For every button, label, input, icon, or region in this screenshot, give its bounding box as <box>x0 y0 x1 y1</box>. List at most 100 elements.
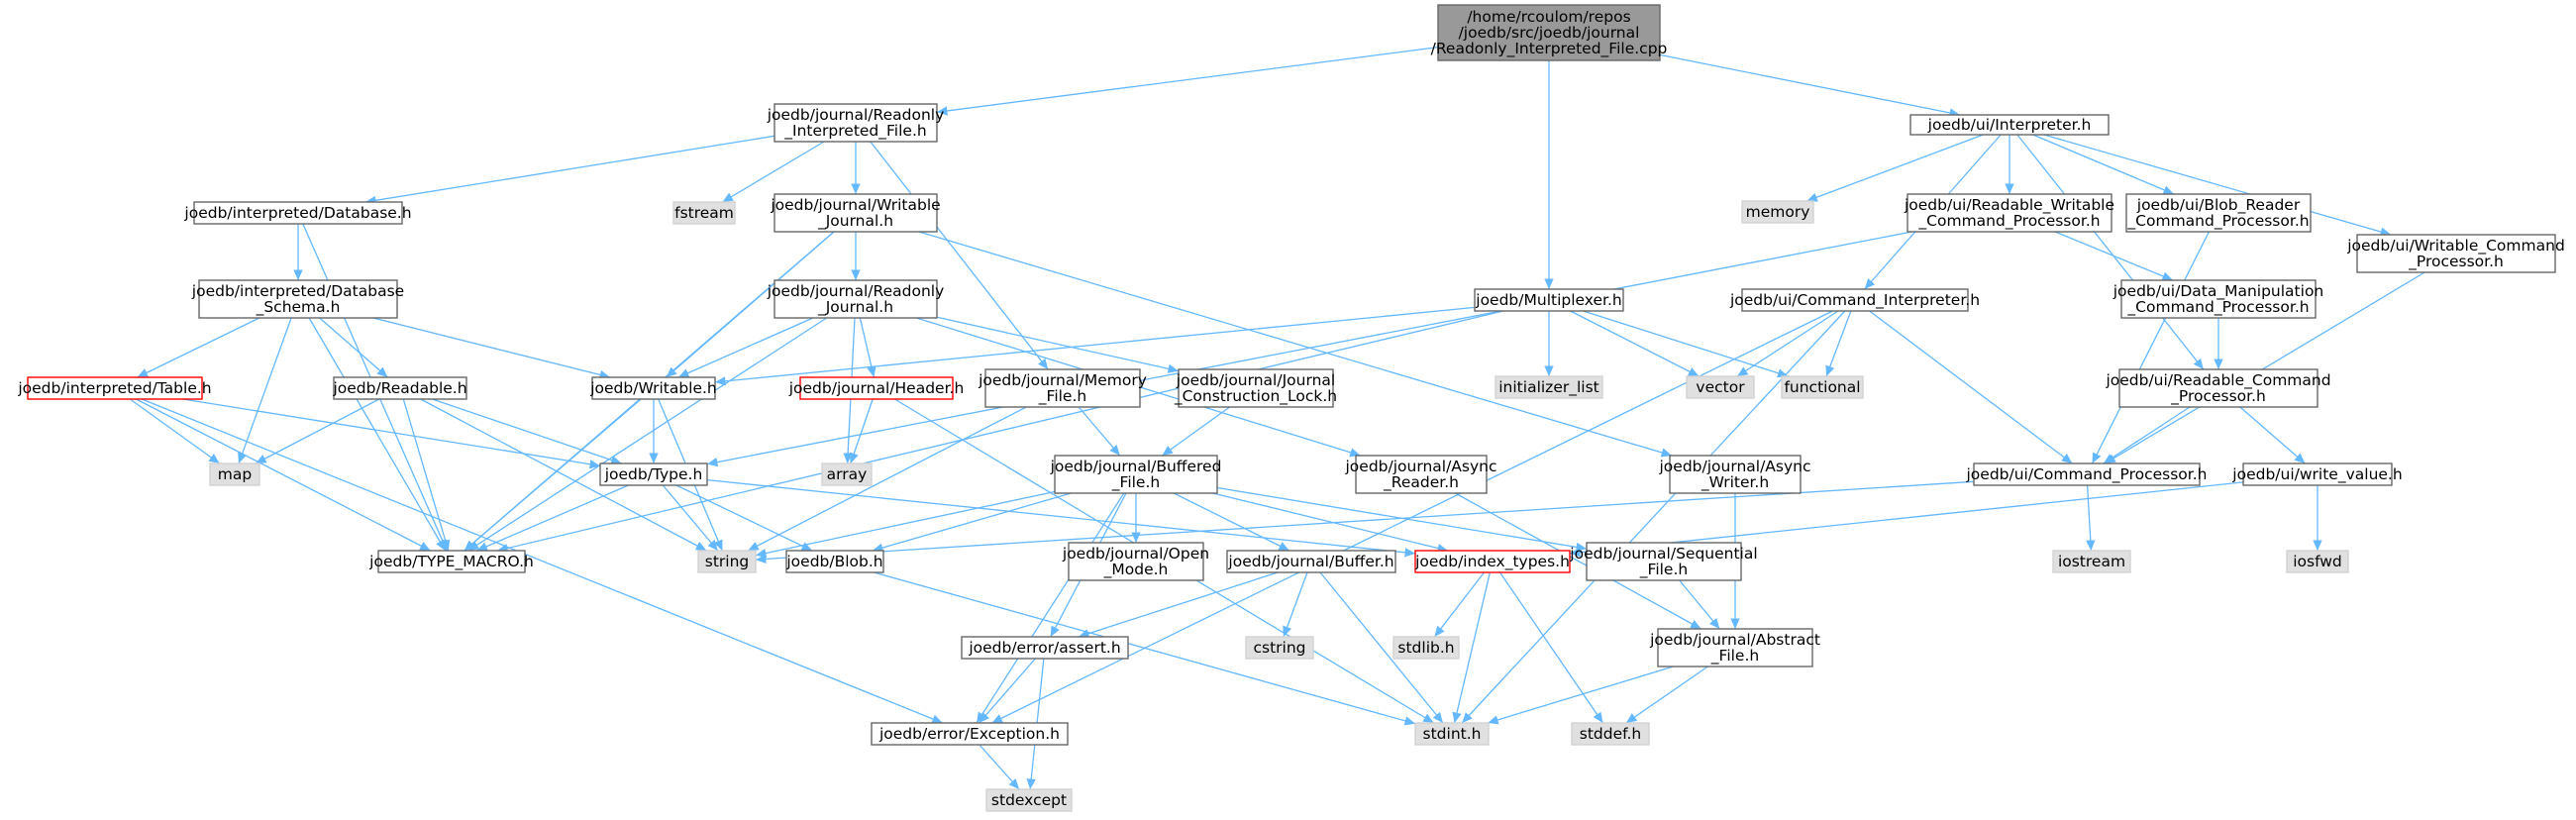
node-cp-h[interactable]: joedb/ui/Command_Processor.h <box>1966 462 2208 486</box>
node-bf-h[interactable]: joedb/journal/Buffered_File.h <box>1050 455 1222 494</box>
edge <box>936 316 1180 373</box>
node-vector: vector <box>1686 375 1755 399</box>
edge <box>308 317 447 552</box>
node-type-h[interactable]: joedb/Type.h <box>599 462 708 486</box>
node-box <box>773 193 938 233</box>
edge <box>1659 53 1961 118</box>
edge-buf_h-to-cstring <box>1283 571 1308 638</box>
node-box <box>1741 200 1814 224</box>
edge <box>1078 571 1279 639</box>
node-readable-h[interactable]: joedb/Readable.h <box>332 376 467 400</box>
edge-ar_h-to-af_h <box>1455 492 1701 630</box>
node-root[interactable]: /home/rcoulom/repos/joedb/src/joedb/jour… <box>1431 4 1668 61</box>
node-om-h[interactable]: joedb/journal/Open_Mode.h <box>1062 542 1209 581</box>
node-dmcp-h[interactable]: joedb/ui/Data_Manipulation_Command_Proce… <box>2112 279 2324 319</box>
node-interp-h[interactable]: joedb/ui/Interpreter.h <box>1909 114 2110 136</box>
node-label-line: joedb/Writable.h <box>589 379 717 397</box>
node-writable-h[interactable]: joedb/Writable.h <box>589 376 717 400</box>
node-label-line: iosfwd <box>2293 553 2342 570</box>
node-label-line: vector <box>1696 378 1745 396</box>
node-ci-h[interactable]: joedb/ui/Command_Interpreter.h <box>1729 288 1980 312</box>
node-table-h[interactable]: joedb/interpreted/Table.h <box>17 376 212 400</box>
node-blob-h[interactable]: joedb/Blob.h <box>785 550 884 573</box>
node-label-line: _Journal.h <box>817 298 893 317</box>
node-wcp-h[interactable]: joedb/ui/Writable_Command_Processor.h <box>2346 234 2565 273</box>
edge <box>979 744 1020 790</box>
edge <box>1625 666 1708 724</box>
node-box <box>1906 193 2112 233</box>
node-box <box>1586 542 1742 581</box>
node-wv-h[interactable]: joedb/ui/write_value.h <box>2231 462 2403 486</box>
edge-mf_h-to-string <box>748 406 1027 552</box>
node-label-line: iostream <box>2058 553 2125 570</box>
node-rcp-h[interactable]: joedb/ui/Readable_Command_Processor.h <box>2105 368 2331 408</box>
node-box <box>799 376 954 400</box>
node-jcl-h[interactable]: joedb/journal/Journal_Construction_Lock.… <box>1174 368 1337 408</box>
node-box <box>1669 455 1802 494</box>
node-label-line: joedb/TYPE_MACRO.h <box>368 553 534 571</box>
node-tm-h[interactable]: joedb/TYPE_MACRO.h <box>368 550 534 573</box>
node-label-line: _Reader.h <box>1383 473 1459 492</box>
node-label-line: joedb/ui/Data_Manipulation <box>2112 282 2324 301</box>
node-label-line: joedb/journal/Header.h <box>788 379 965 397</box>
node-rif-h[interactable]: joedb/journal/Readonly_Interpreted_File.… <box>767 103 945 143</box>
node-label-line: _Construction_Lock.h <box>1174 387 1337 406</box>
node-stddef: stddef.h <box>1571 722 1650 746</box>
node-dbs-h[interactable]: joedb/interpreted/Database_Schema.h <box>191 279 404 319</box>
edge-bf_h-to-blob_h <box>872 492 1072 553</box>
node-box <box>1686 375 1755 399</box>
node-box <box>1245 636 1314 660</box>
edge-root-to-interp_h <box>1659 53 1961 118</box>
node-label-line: /Readonly_Interpreted_File.cpp <box>1431 40 1668 58</box>
node-box <box>1657 628 1813 667</box>
node-box <box>591 376 716 400</box>
node-iosfwd: iosfwd <box>2286 550 2349 573</box>
node-assert-h[interactable]: joedb/error/assert.h <box>961 636 1129 660</box>
node-array: array <box>821 462 873 486</box>
edge <box>1488 666 1674 725</box>
node-af-h[interactable]: joedb/journal/Abstract_File.h <box>1649 628 1820 667</box>
node-sf-h[interactable]: joedb/journal/Sequential_File.h <box>1569 542 1758 581</box>
node-brcp-h[interactable]: joedb/ui/Blob_Reader_Command_Processor.h <box>2125 193 2312 233</box>
node-exc-h[interactable]: joedb/error/Exception.h <box>871 722 1069 746</box>
node-header-h[interactable]: joedb/journal/Header.h <box>788 376 965 400</box>
edge <box>136 398 431 552</box>
node-box <box>27 376 203 400</box>
node-box <box>2242 462 2393 486</box>
node-it-h[interactable]: joedb/index_types.h <box>1414 550 1571 573</box>
edge <box>238 317 292 464</box>
node-box <box>1068 542 1204 581</box>
edge <box>1498 571 1604 724</box>
node-rj-h[interactable]: joedb/journal/Readonly_Journal.h <box>767 279 945 319</box>
edge-ci_h-to-functional <box>1825 310 1852 377</box>
node-box <box>1178 368 1334 408</box>
edge <box>2239 406 2306 464</box>
node-map: map <box>209 462 260 486</box>
edge <box>2105 271 2425 464</box>
node-box <box>198 279 398 319</box>
node-box <box>697 550 757 573</box>
edge <box>420 398 707 552</box>
node-buf-h[interactable]: joedb/journal/Buffer.h <box>1226 550 1396 573</box>
node-label-line: joedb/journal/Readonly <box>767 106 945 124</box>
node-mf-h[interactable]: joedb/journal/Memory_File.h <box>978 368 1147 408</box>
node-ar-h[interactable]: joedb/journal/Async_Reader.h <box>1345 455 1497 494</box>
node-box <box>2118 368 2318 408</box>
node-box <box>1414 550 1571 573</box>
edge-ci_h-to-cp_h <box>1869 310 2073 464</box>
node-box <box>871 722 1069 746</box>
node-wj-h[interactable]: joedb/journal/Writable_Journal.h <box>770 193 941 233</box>
edge-buf_h-to-assert_h <box>1078 571 1279 639</box>
node-db-h[interactable]: joedb/interpreted/Database.h <box>183 201 412 225</box>
edge <box>755 490 1056 559</box>
node-label-line: joedb/journal/Journal <box>1176 371 1335 389</box>
node-mux-h[interactable]: joedb/Multiplexer.h <box>1474 288 1624 312</box>
edge-dbs_h-to-readable_h <box>319 317 388 378</box>
node-label-line: _Command_Processor.h <box>2126 298 2309 317</box>
node-aw-h[interactable]: joedb/journal/Async_Writer.h <box>1659 455 1811 494</box>
edge <box>1736 310 1839 377</box>
edge-rif_h-to-db_h <box>364 135 775 205</box>
edge-dbs_h-to-table_h <box>137 317 260 378</box>
node-rwcp-h[interactable]: joedb/ui/Readable_Writable_Command_Proce… <box>1904 193 2114 233</box>
